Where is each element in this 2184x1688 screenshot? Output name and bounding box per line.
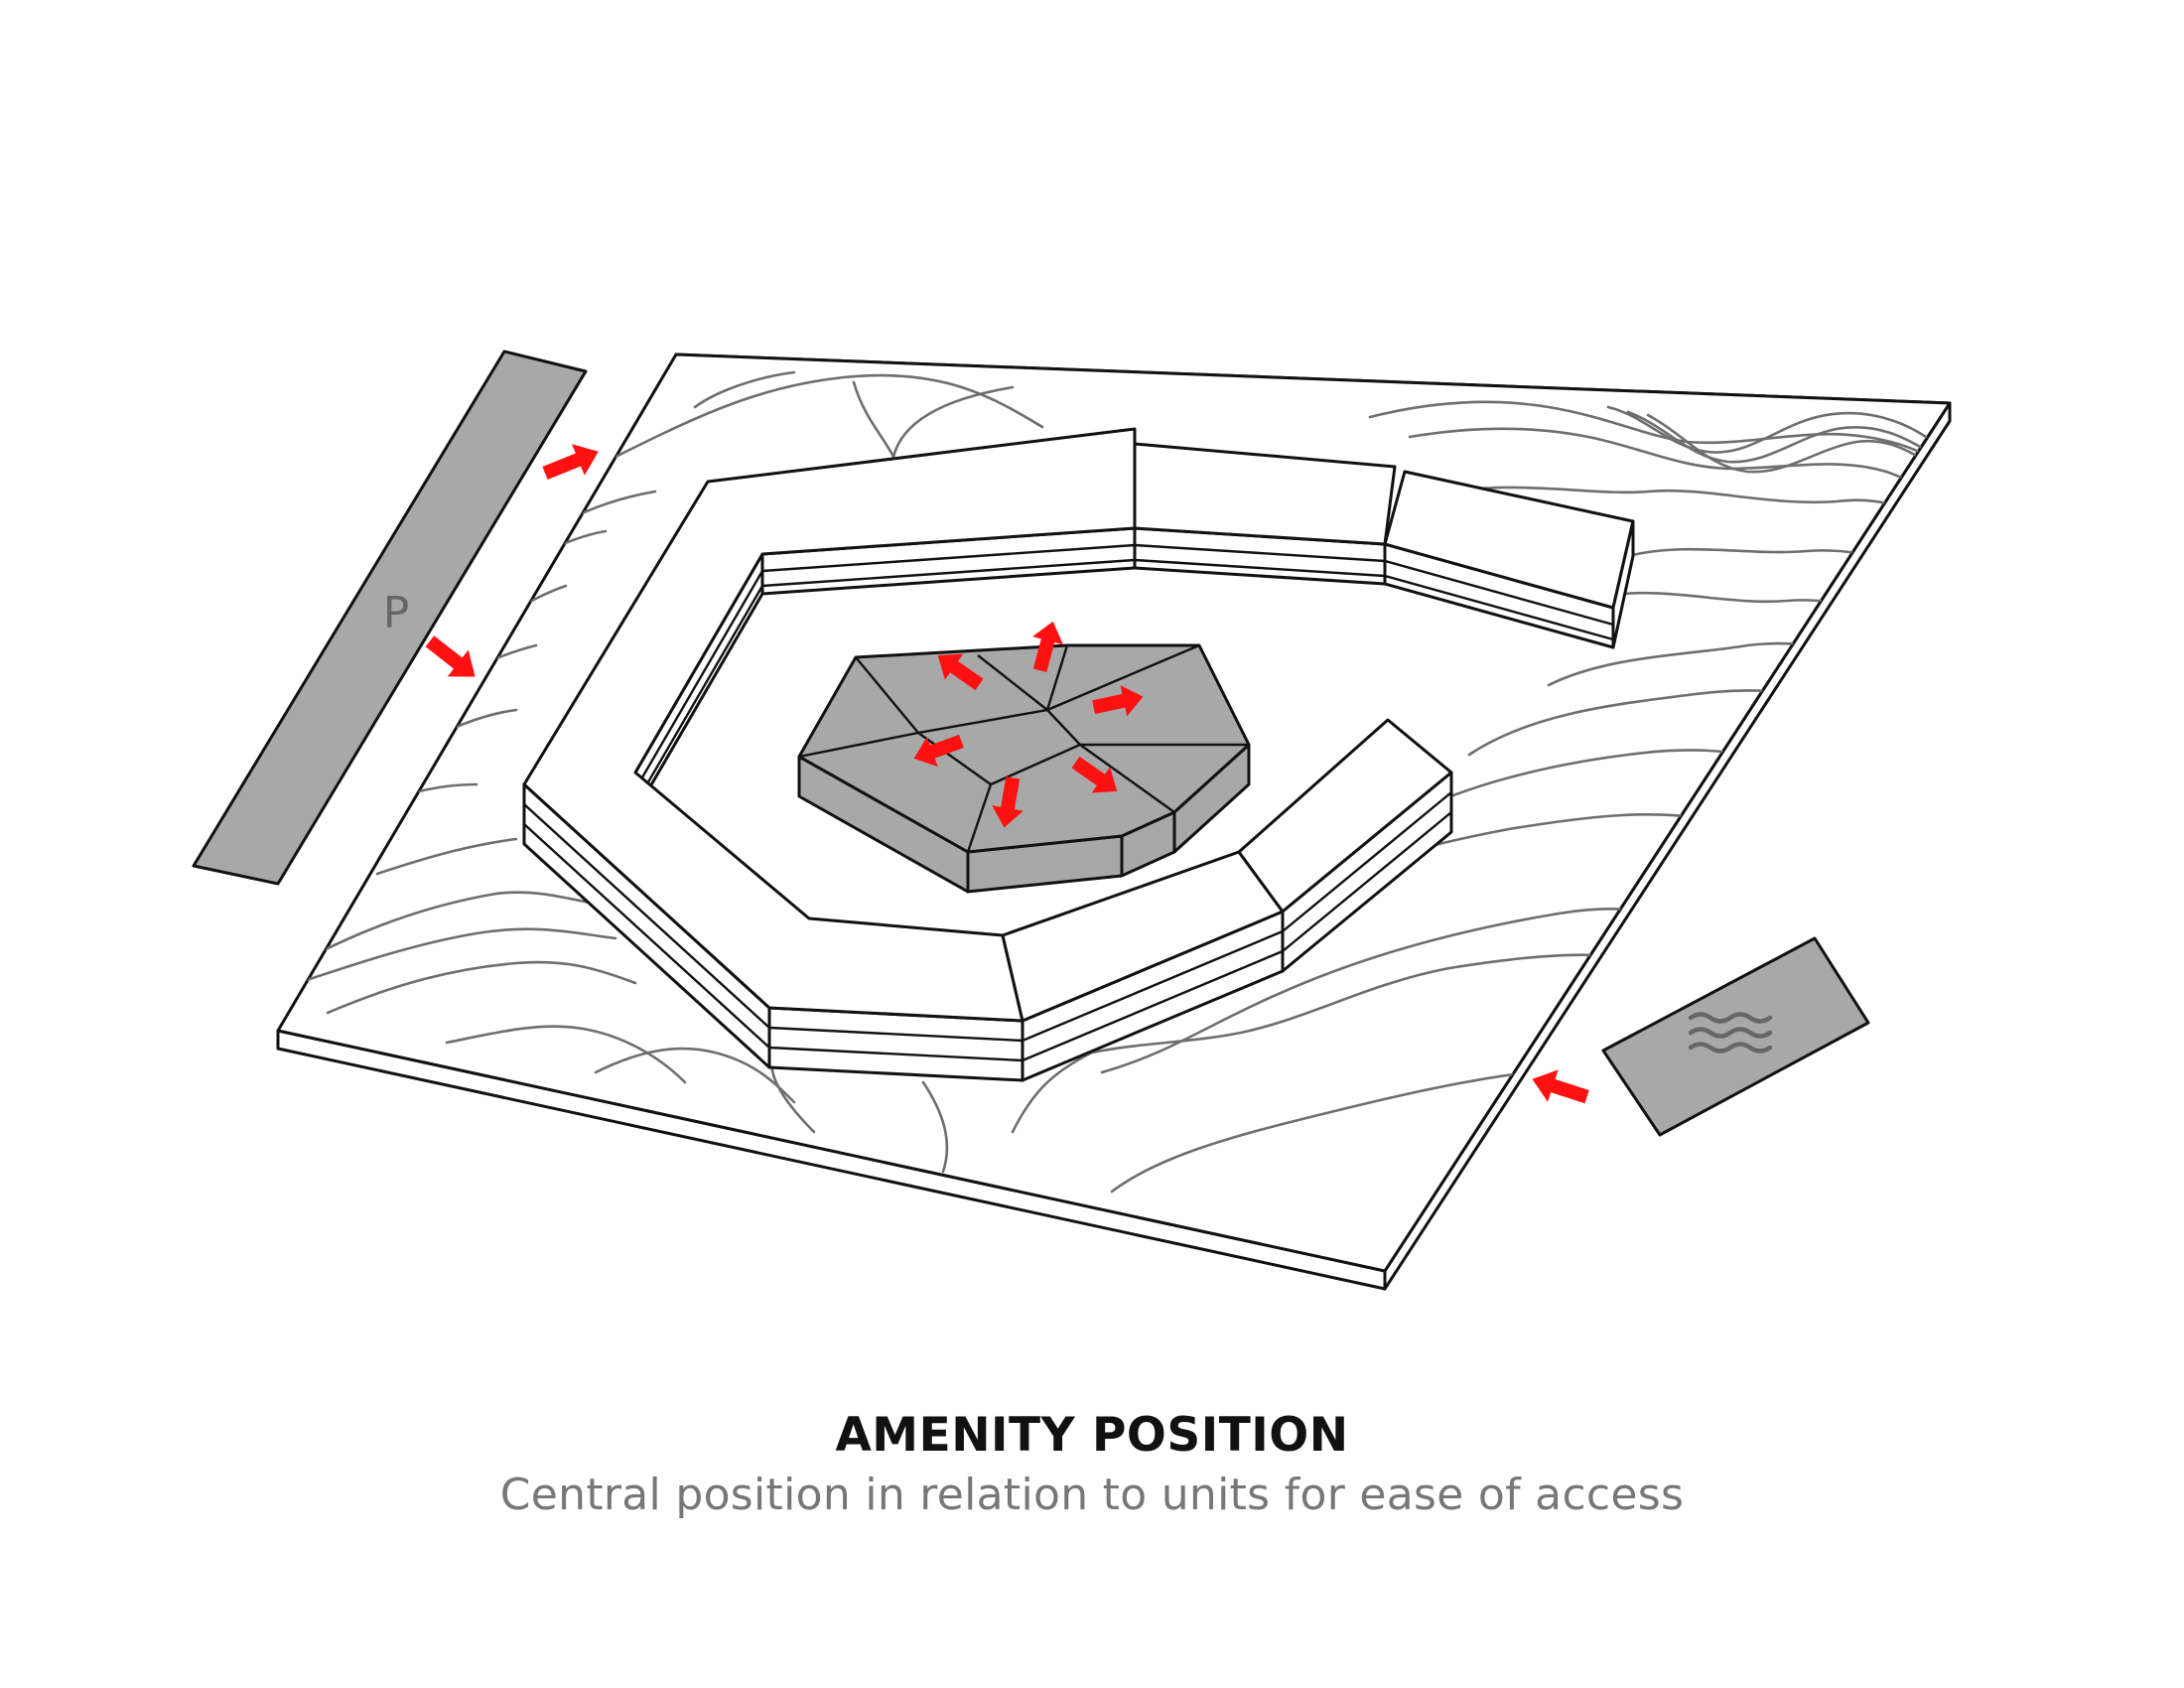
residential-units bbox=[522, 427, 1635, 1082]
amenity-arrow-icon bbox=[992, 776, 1024, 828]
water-feature bbox=[1601, 936, 1870, 1137]
access-arrow-icon bbox=[542, 444, 599, 480]
water-waves-icon bbox=[1688, 1012, 1773, 1054]
access-arrow-icon bbox=[1532, 1069, 1589, 1104]
amenity-arrow-icon bbox=[1092, 685, 1144, 717]
parking-area: P bbox=[192, 350, 588, 886]
parking-label: P bbox=[383, 588, 410, 638]
amenity-arrow-icon bbox=[913, 734, 964, 768]
diagram-title: AMENITY POSITION bbox=[835, 1408, 1349, 1463]
diagram-subtitle: Central position in relation to units fo… bbox=[499, 1470, 1685, 1520]
access-arrows bbox=[425, 444, 1589, 1104]
amenity-arrow-icon bbox=[937, 653, 984, 691]
amenity-arrow-icon bbox=[1071, 756, 1118, 793]
amenity-arrow-icon bbox=[1032, 621, 1064, 672]
access-arrow-icon bbox=[425, 635, 476, 677]
